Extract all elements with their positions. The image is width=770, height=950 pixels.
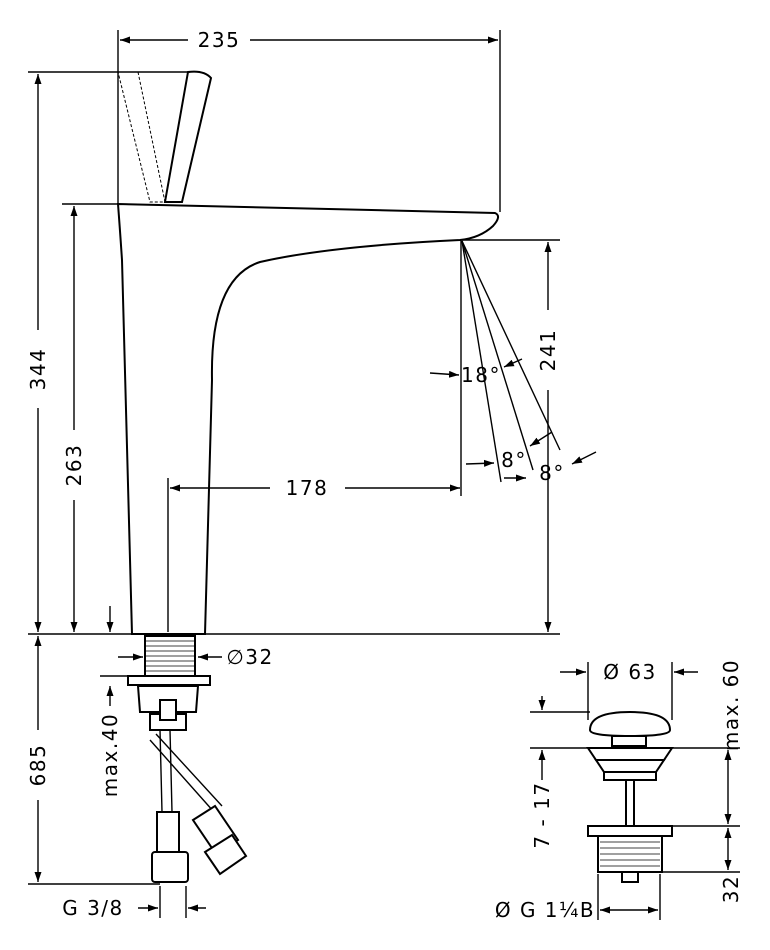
dim-waste-range: 7 - 17 — [530, 781, 554, 848]
dim-waste-max: max. 60 — [719, 659, 743, 751]
faucet-handle — [163, 70, 213, 203]
dim-max-thickness: max.40 — [98, 713, 122, 797]
dim-base-diameter: ∅32 — [226, 645, 273, 669]
dimension-lines — [28, 30, 597, 918]
faucet-spout — [116, 202, 499, 635]
dim-waste-thread: Ø G 1¼B — [495, 898, 595, 922]
hose-fitting-left — [156, 811, 180, 853]
dim-projection: 178 — [286, 476, 329, 500]
dim-height-total: 344 — [26, 348, 50, 391]
dim-angle-18: 18° — [461, 363, 501, 387]
waste-valve — [586, 710, 674, 883]
dim-height-spout: 263 — [62, 444, 86, 487]
waste-nut — [587, 825, 673, 837]
dim-waste-height: 32 — [719, 875, 743, 903]
dim-angle-8a: 8° — [501, 448, 527, 472]
dim-width-total: 235 — [198, 28, 241, 52]
waste-cap — [588, 710, 672, 738]
hose-nut-right — [203, 833, 248, 876]
dim-spout-clearance: 241 — [536, 329, 560, 372]
waste-flange-2 — [594, 759, 666, 773]
waste-flange — [586, 747, 674, 761]
dim-waste-diameter: Ø 63 — [603, 660, 657, 684]
faucet-body — [116, 70, 499, 635]
supply-hoses — [149, 729, 248, 883]
hose-nut-left — [151, 851, 189, 883]
washer — [127, 675, 211, 686]
waste-ring — [603, 771, 657, 781]
fixing-bolt — [159, 699, 177, 721]
waste-dimension-lines — [530, 662, 740, 920]
faucet-mounting — [127, 635, 211, 731]
waste-stem-top — [611, 735, 647, 747]
waste-rod — [625, 779, 635, 833]
waste-tail — [621, 871, 639, 883]
dim-hose-thread: G 3/8 — [62, 896, 124, 920]
dim-hose-length: 685 — [26, 744, 50, 787]
handle-open-position — [117, 71, 166, 203]
dim-angle-8b: 8° — [539, 461, 565, 485]
